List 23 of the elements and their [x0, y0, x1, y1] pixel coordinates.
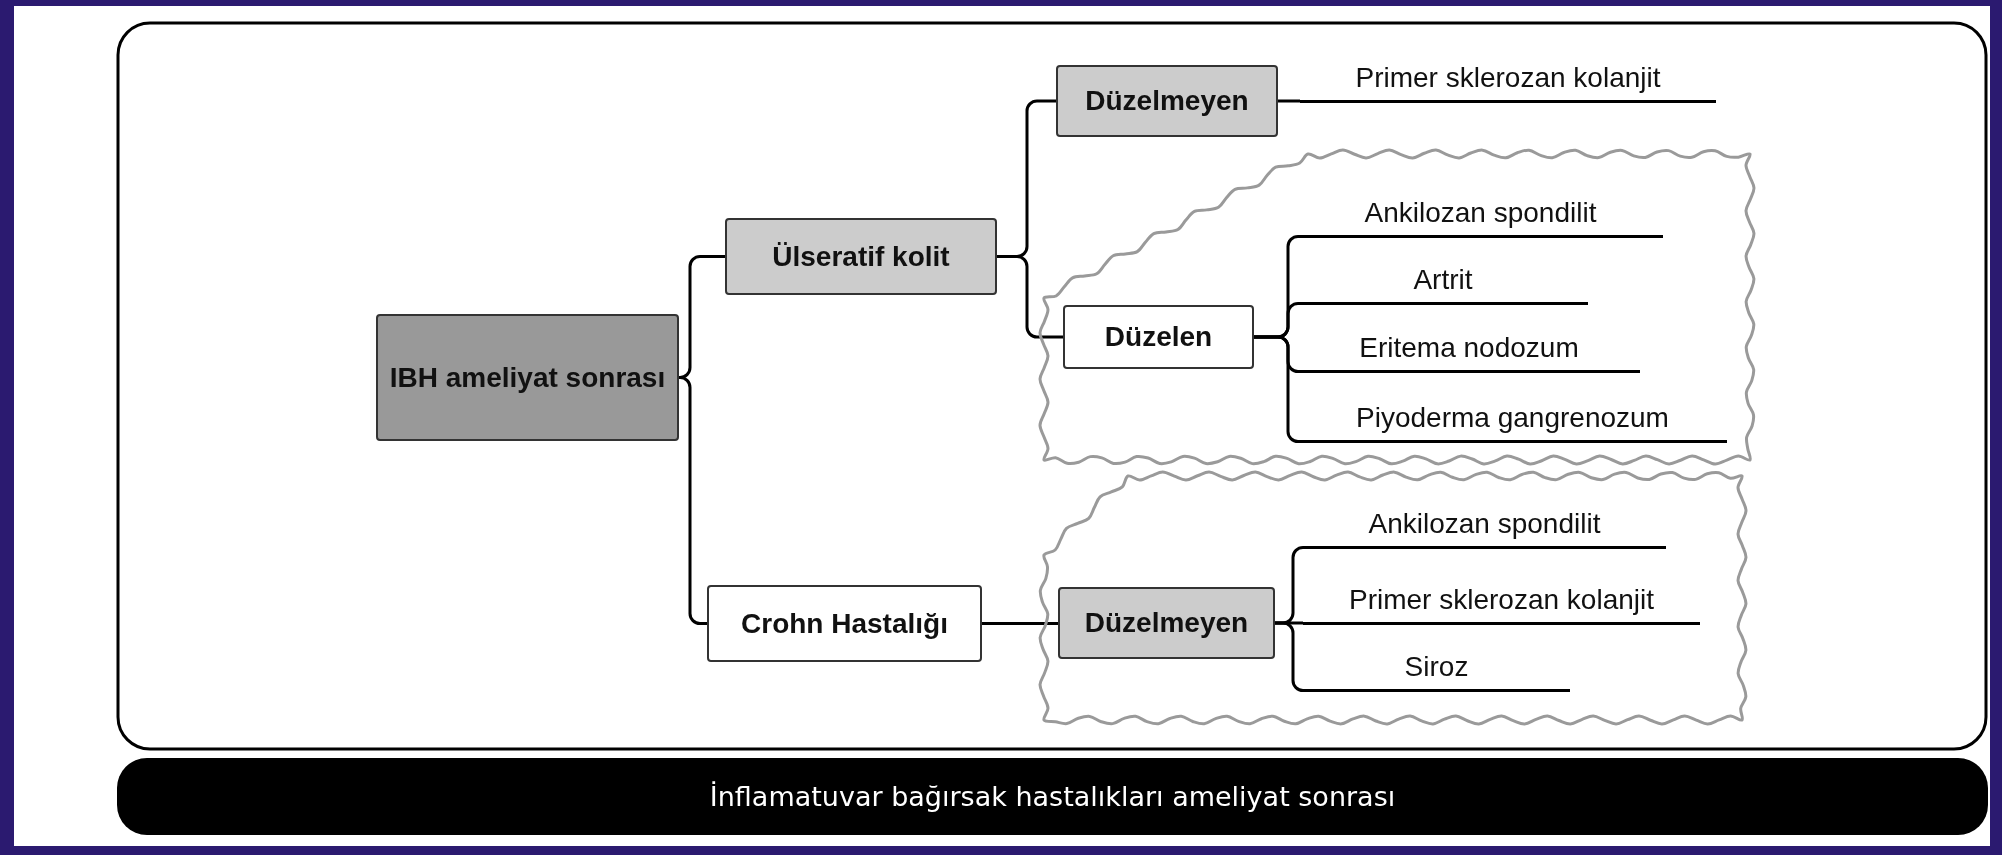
caption-bar: İnflamatuvar bağırsak hastalıkları ameliyat sonrası — [117, 758, 1988, 835]
category-box: Ülseratif kolit — [725, 218, 997, 295]
underlined-label: Ankilozan spondilit — [1298, 194, 1663, 238]
category-box: Düzelmeyen — [1058, 587, 1275, 659]
category-box: Düzelen — [1063, 305, 1254, 369]
underlined-label: Primer sklerozan kolanjit — [1300, 59, 1716, 103]
underlined-label: Siroz — [1303, 648, 1570, 692]
connector-line — [997, 255, 1063, 339]
connector-line — [1278, 99, 1300, 103]
cloud-outline — [1038, 470, 1748, 726]
category-box: Crohn Hastalığı — [707, 585, 982, 662]
connector-line — [1275, 621, 1305, 692]
underlined-label: Eritema nodozum — [1298, 329, 1640, 373]
underlined-label: Ankilozan spondilit — [1303, 505, 1666, 549]
underlined-label: Primer sklerozan kolanjit — [1303, 581, 1700, 625]
connector-line — [982, 622, 1058, 625]
cloud-outline — [1038, 148, 1756, 466]
connector-line — [1254, 335, 1300, 443]
underlined-label: Artrit — [1298, 261, 1588, 305]
category-box: IBH ameliyat sonrası — [376, 314, 679, 441]
underlined-label: Piyoderma gangrenozum — [1298, 399, 1727, 443]
connector-line — [678, 376, 707, 625]
category-box: Düzelmeyen — [1056, 65, 1278, 137]
